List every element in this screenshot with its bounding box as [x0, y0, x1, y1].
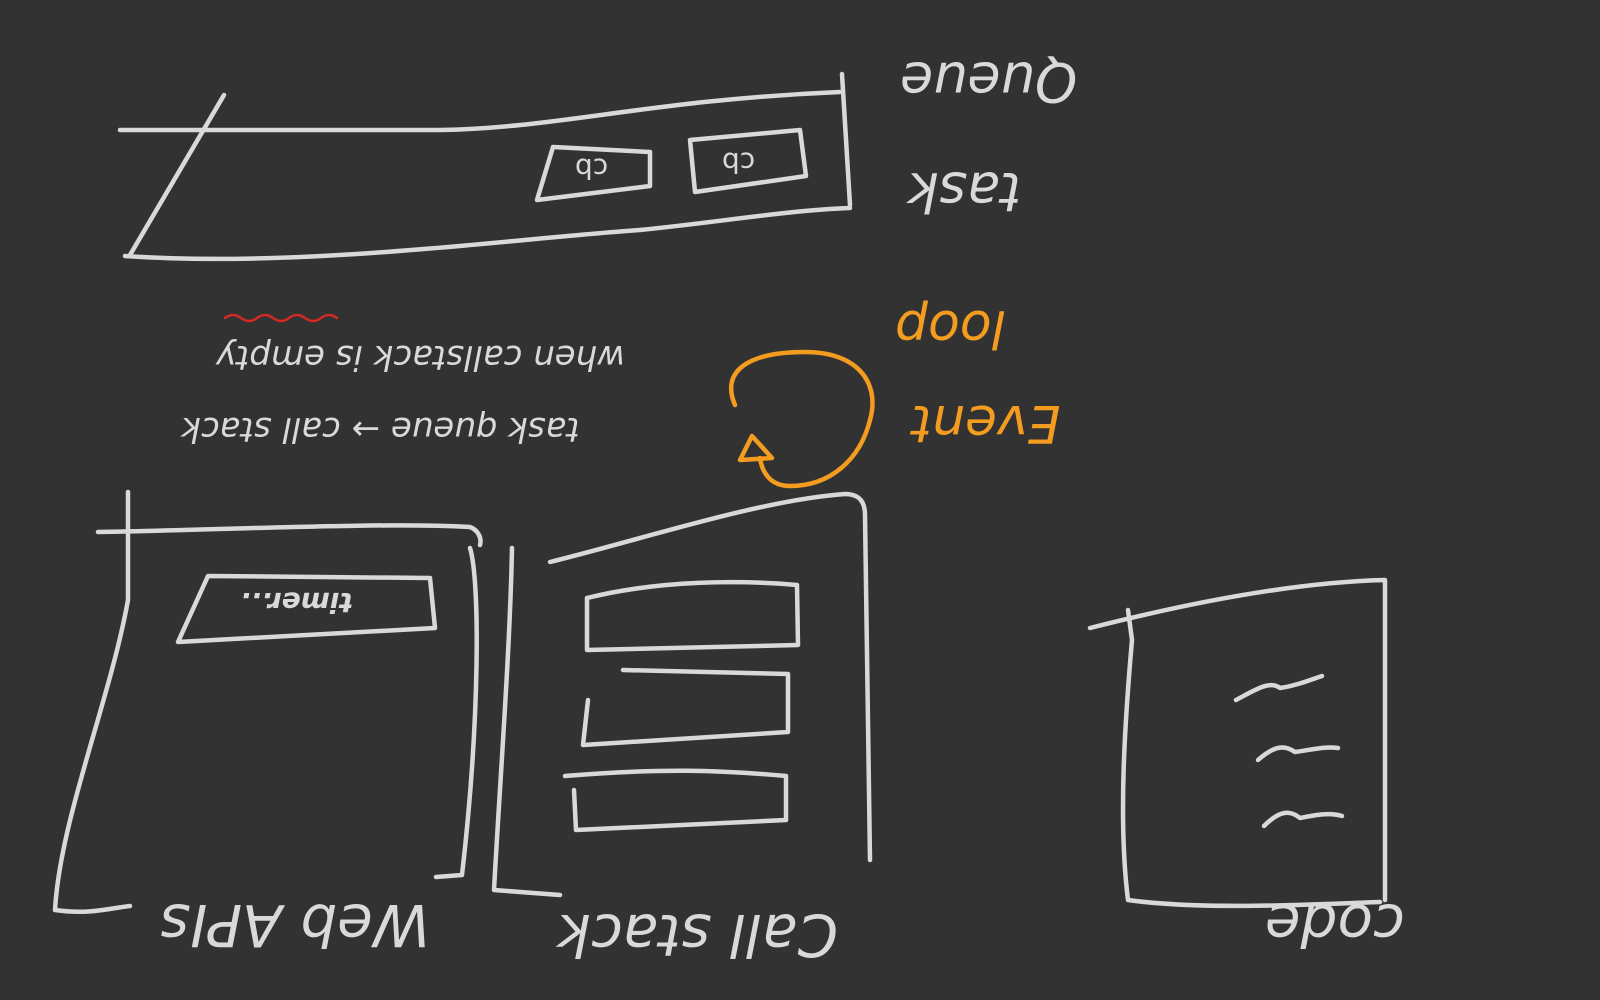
code-line-3 — [1261, 810, 1345, 829]
call-stack-frame-top — [584, 579, 801, 653]
task-queue-diagram: cb cb Queue task — [117, 50, 1077, 262]
note-line-callstack-empty: when callstack is empty — [215, 337, 625, 377]
code-diagram: code — [1087, 577, 1405, 959]
call-stack-frame-bottom — [562, 768, 789, 833]
call-stack-diagram: Call stack — [491, 491, 873, 969]
cb-label-right: cb — [722, 146, 755, 179]
cb-box-left — [534, 144, 653, 203]
task-queue-label-task: task — [905, 160, 1021, 223]
task-queue-bottom-edge — [122, 205, 853, 262]
task-queue-left-slant — [127, 92, 227, 258]
web-apis-label: Web APIs — [160, 891, 430, 959]
call-stack-label: Call stack — [555, 901, 838, 969]
timer-box — [175, 573, 438, 645]
code-line-2 — [1255, 745, 1341, 763]
call-stack-top-edge — [547, 491, 873, 863]
task-queue-label-queue: Queue — [900, 50, 1077, 113]
call-stack-left-edge — [491, 545, 563, 898]
event-loop-arrow-circle — [728, 349, 875, 489]
web-apis-right-edge — [433, 545, 479, 880]
code-line-1 — [1233, 673, 1325, 703]
code-left-edge — [1120, 607, 1383, 909]
event-loop-label-event: Event — [910, 393, 1061, 453]
timer-box-label: timer... — [240, 586, 353, 619]
cb-label-left: cb — [575, 152, 608, 185]
note-line-queue-to-stack: task queue → call stack — [180, 409, 580, 449]
event-loop: loop Event — [728, 298, 1061, 489]
event-loop-arrowhead — [737, 433, 775, 463]
note: when callstack is empty task queue → cal… — [180, 313, 625, 449]
code-label: code — [1265, 891, 1405, 959]
cb-box-right — [687, 127, 809, 195]
spellcheck-underline — [223, 313, 339, 323]
web-apis-top-edge — [95, 523, 483, 548]
web-apis-left-edge — [52, 489, 133, 914]
web-apis-diagram: timer... Web APIs — [52, 489, 483, 959]
task-queue-top-edge — [117, 89, 843, 133]
code-top-edge — [1087, 577, 1388, 903]
task-queue-right-edge — [839, 71, 853, 208]
call-stack-frame-middle — [580, 667, 791, 748]
event-loop-label-loop: loop — [895, 298, 1006, 358]
